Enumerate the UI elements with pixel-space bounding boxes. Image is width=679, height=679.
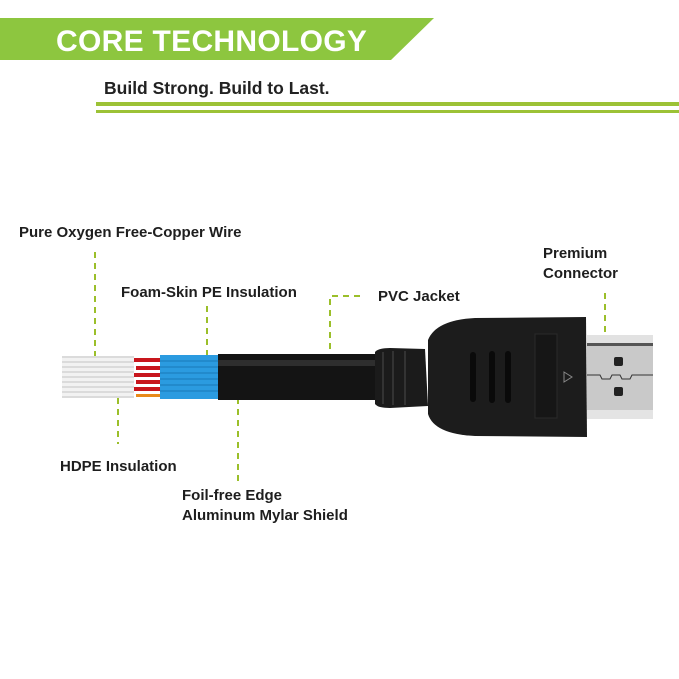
divider-line bbox=[96, 102, 679, 106]
connector-housing bbox=[428, 317, 587, 437]
label-foam-skin: Foam-Skin PE Insulation bbox=[121, 284, 297, 301]
leader-lines bbox=[94, 252, 606, 482]
pvc-jacket bbox=[218, 354, 380, 400]
foam-skin-insulation bbox=[160, 355, 219, 399]
hdpe-wires bbox=[62, 356, 138, 398]
page-title: CORE TECHNOLOGY bbox=[56, 25, 368, 58]
copper-conductors bbox=[134, 356, 160, 398]
label-pvc-jacket: PVC Jacket bbox=[378, 288, 460, 305]
label-shield-line2: Aluminum Mylar Shield bbox=[182, 507, 348, 524]
label-connector-line1: Premium bbox=[543, 245, 608, 262]
banner-shape bbox=[0, 18, 434, 60]
metal-plug bbox=[587, 335, 653, 419]
label-connector-line2: Connector bbox=[543, 265, 618, 282]
label-shield-line1: Foil-free Edge bbox=[182, 487, 283, 504]
header-banner: CORE TECHNOLOGY bbox=[0, 18, 434, 60]
label-hdpe: HDPE Insulation bbox=[60, 458, 177, 475]
page-subtitle: Build Strong. Build to Last. bbox=[104, 78, 330, 98]
strain-relief bbox=[375, 348, 428, 408]
label-copper-wire: Pure Oxygen Free-Copper Wire bbox=[19, 224, 242, 241]
divider-line bbox=[96, 110, 679, 113]
